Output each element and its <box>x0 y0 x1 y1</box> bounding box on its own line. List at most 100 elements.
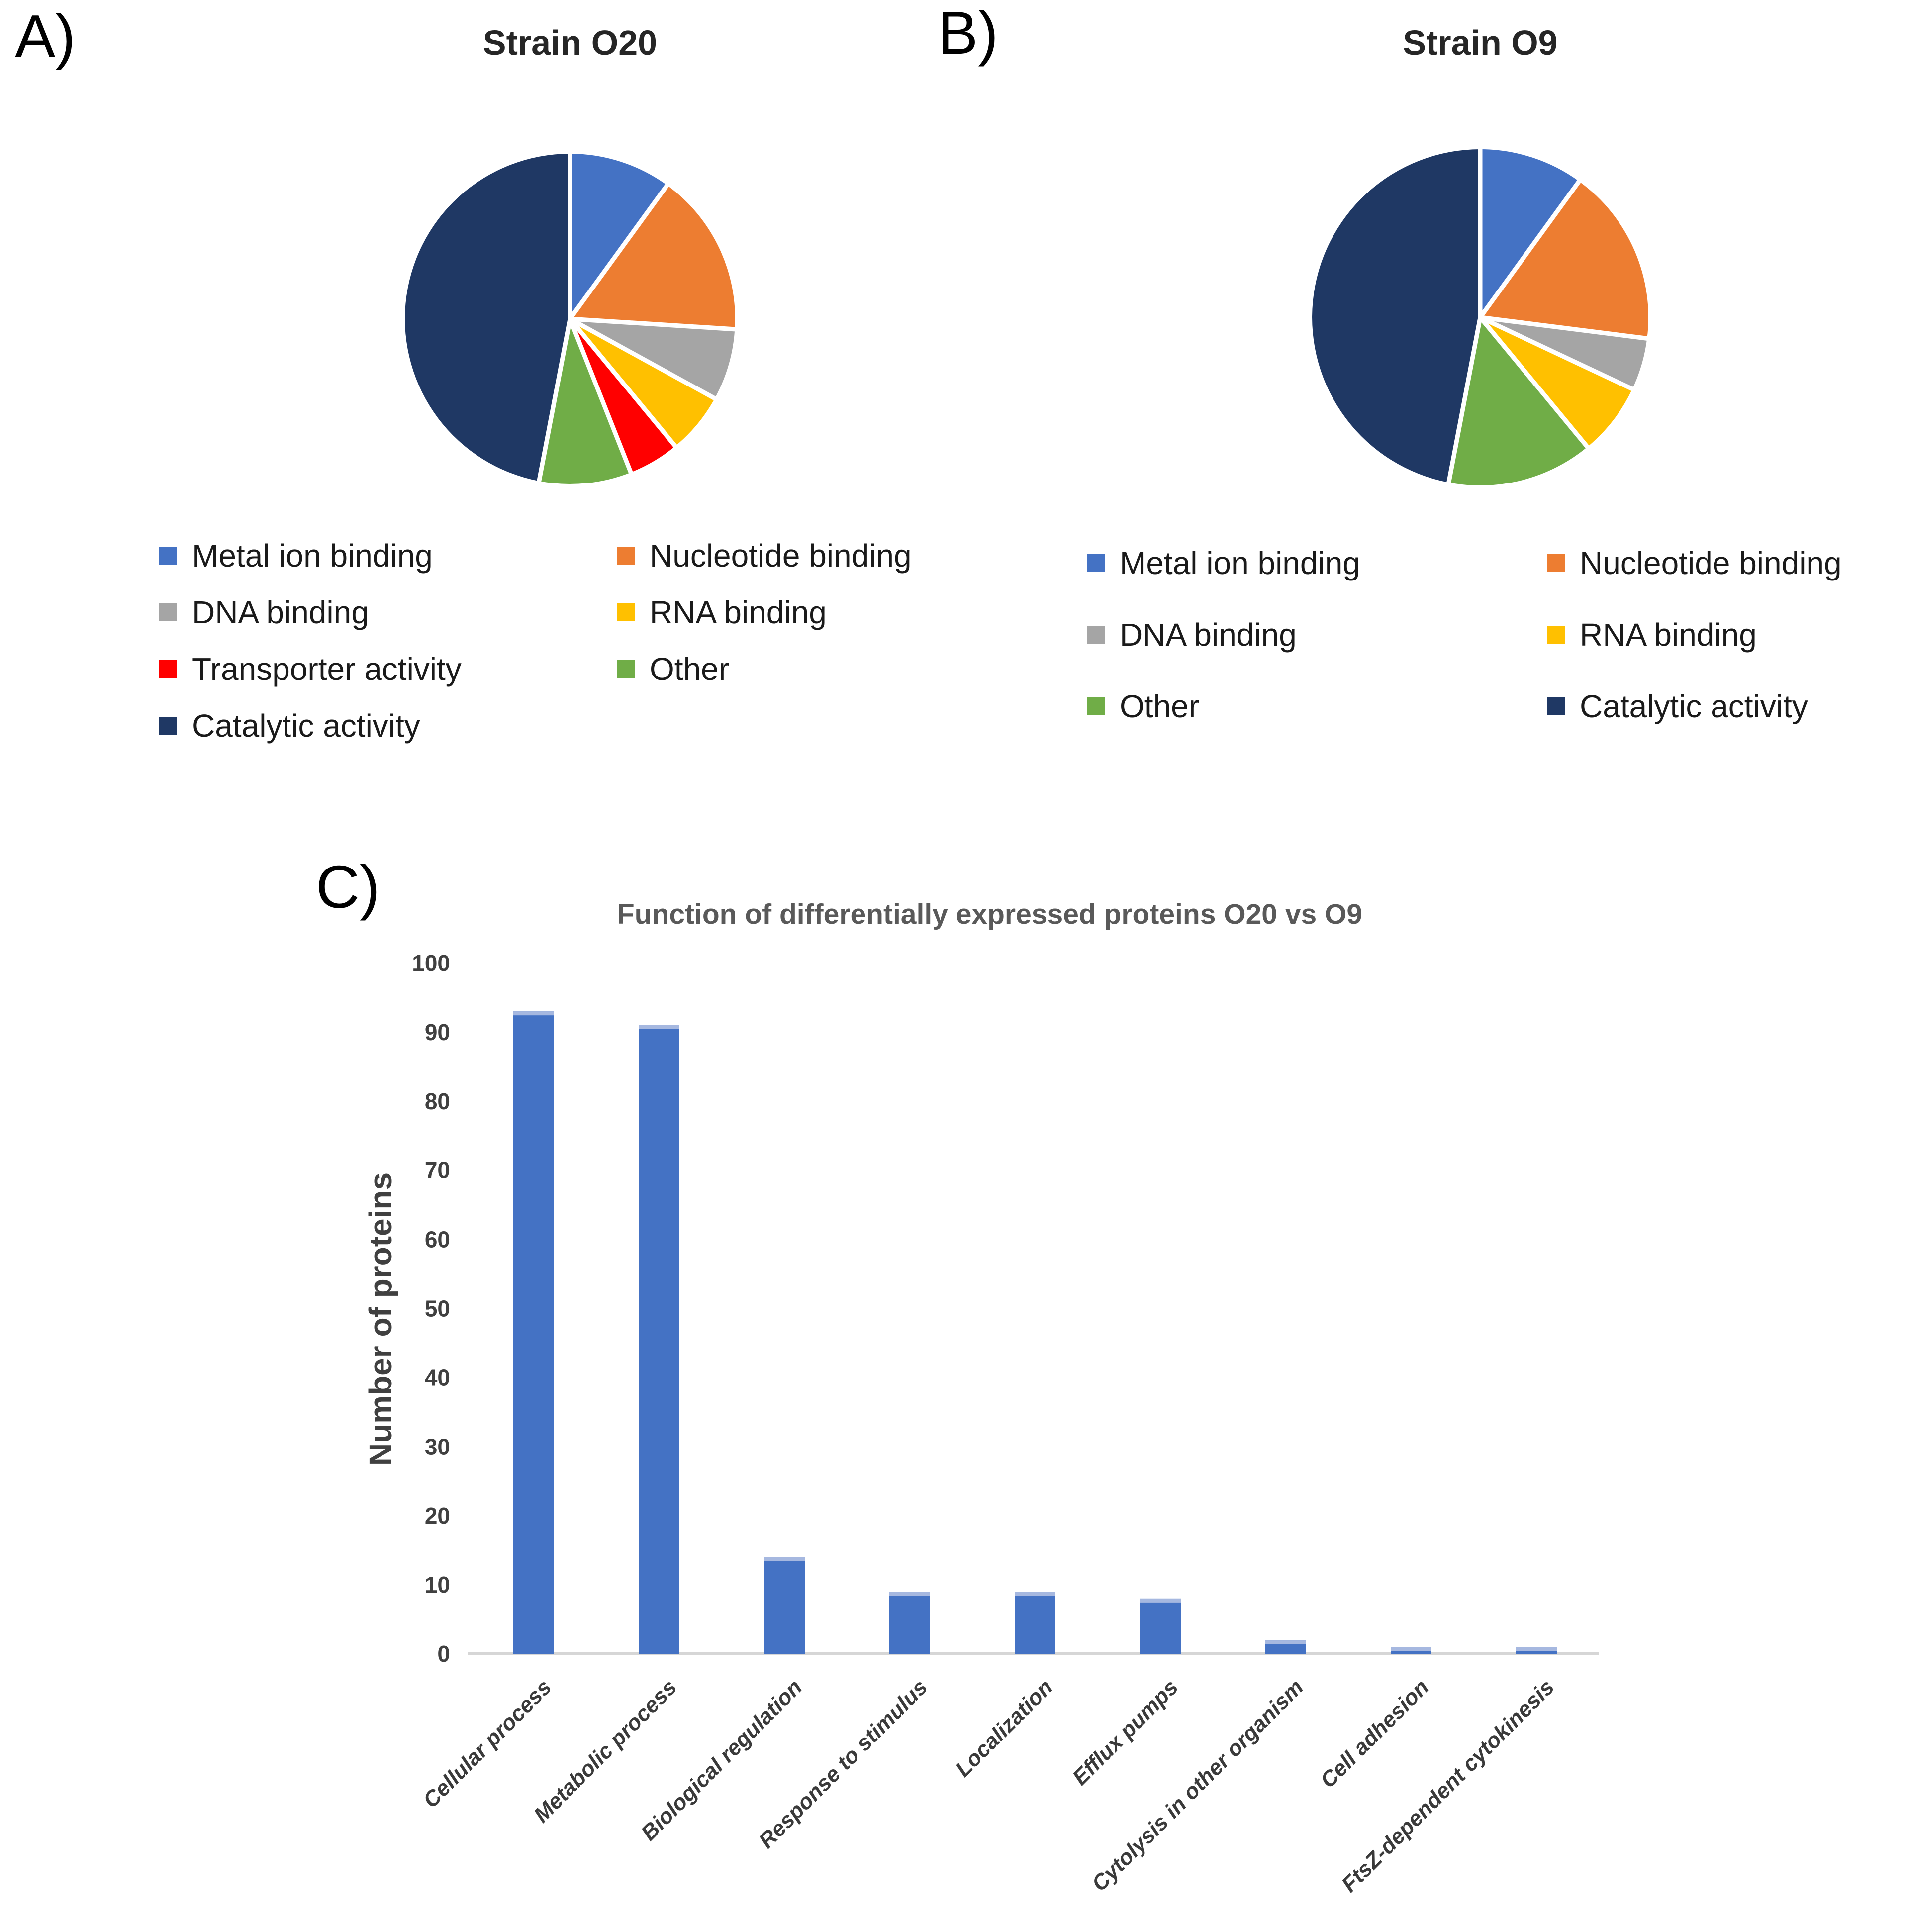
legend-swatch-catalytic-activity <box>1547 697 1565 715</box>
legend-item-metal-ion-binding: Metal ion binding <box>1087 527 1547 599</box>
legend-label: Nucleotide binding <box>1580 545 1842 581</box>
x-category-label: Cellular process <box>418 1675 556 1813</box>
pie-slice-separator <box>1478 316 1591 450</box>
legend-swatch-nucleotide-binding <box>1547 554 1565 572</box>
bar-top-cap <box>764 1557 805 1561</box>
y-tick-label: 50 <box>425 1296 450 1322</box>
pie-slice-rna-binding <box>570 319 715 446</box>
pie-slice-separator <box>1478 178 1582 319</box>
y-tick-label: 0 <box>437 1641 450 1667</box>
pie-slice-separator <box>569 317 718 401</box>
panel-label-a: A) <box>15 2 76 70</box>
bar-top-cap <box>639 1025 679 1029</box>
legend-label: Other <box>650 651 730 687</box>
legend-swatch-catalytic-activity <box>159 717 177 735</box>
bar-top-cap <box>513 1011 554 1016</box>
pie-title-o9: Strain O9 <box>1403 23 1558 62</box>
pie-slice-separator <box>1479 315 1635 392</box>
x-category-label: Localization <box>951 1675 1057 1781</box>
legend-item-other: Other <box>617 641 1005 697</box>
pie-slice-dna-binding <box>570 319 735 398</box>
legend-swatch-metal-ion-binding <box>159 547 177 565</box>
pie-slice-transporter-activity <box>570 319 675 473</box>
bar-top-cap <box>889 1592 930 1596</box>
pie-chart-o9 <box>1312 147 1649 485</box>
y-tick-label: 40 <box>425 1364 450 1390</box>
pie-slice-separator <box>570 316 737 332</box>
legend-label: Metal ion binding <box>192 538 433 574</box>
x-category-label: Cell adhesion <box>1316 1675 1433 1793</box>
legend-label: Catalytic activity <box>192 708 420 744</box>
bar-top-cap <box>1516 1647 1557 1651</box>
y-tick-label: 70 <box>425 1158 450 1183</box>
x-category-label: Metabolic process <box>529 1675 681 1827</box>
bar-efflux-pumps <box>1140 1598 1181 1654</box>
legend-item-catalytic-activity: Catalytic activity <box>159 697 617 754</box>
bar-top-cap <box>1015 1592 1055 1596</box>
y-tick-label: 10 <box>425 1572 450 1598</box>
legend-item-dna-binding: DNA binding <box>159 584 617 641</box>
bar-top-cap <box>1140 1598 1181 1603</box>
legend-swatch-other <box>1087 697 1105 715</box>
pie-slice-separator <box>536 318 572 483</box>
pie-slice-rna-binding <box>1480 317 1632 447</box>
legend-swatch-rna-binding <box>617 603 635 621</box>
legend-swatch-rna-binding <box>1547 626 1565 644</box>
pie-slice-metal-ion-binding <box>1480 149 1579 317</box>
legend-item-dna-binding: DNA binding <box>1087 599 1547 671</box>
legend-swatch-metal-ion-binding <box>1087 554 1105 572</box>
legend-item-transporter-activity: Transporter activity <box>159 641 617 697</box>
bar-chart-title: Function of differentially expressed pro… <box>617 898 1363 930</box>
pie-slice-nucleotide-binding <box>570 185 735 329</box>
pie-slice-catalytic-activity <box>1312 149 1480 483</box>
x-category-label: Efflux pumps <box>1068 1675 1183 1790</box>
x-category-label: FtsZ-dependent cytokinesis <box>1337 1675 1559 1897</box>
legend-swatch-dna-binding <box>1087 626 1105 644</box>
bar-response-to-stimulus <box>889 1592 930 1654</box>
legend-item-nucleotide-binding: Nucleotide binding <box>617 527 1005 584</box>
legend-item-rna-binding: RNA binding <box>617 584 1005 641</box>
legend-item-other: Other <box>1087 671 1547 742</box>
legend-label: Catalytic activity <box>1580 688 1808 724</box>
bar-cellular-process <box>513 1011 554 1654</box>
panel-label-b: B) <box>938 0 998 67</box>
legend-label: Other <box>1120 688 1200 724</box>
pie-slice-separator <box>568 182 670 320</box>
pie-slice-other <box>539 319 631 484</box>
legend-item-rna-binding: RNA binding <box>1547 599 1905 671</box>
pie-title-o20: Strain O20 <box>482 23 658 62</box>
bar-top-cap <box>1391 1647 1431 1651</box>
pie-slice-metal-ion-binding <box>570 154 667 319</box>
pie-slice-nucleotide-binding <box>1480 181 1648 339</box>
y-tick-label: 20 <box>425 1503 450 1529</box>
pie-slice-separator <box>1446 317 1483 485</box>
legend-swatch-dna-binding <box>159 603 177 621</box>
y-tick-label: 80 <box>425 1088 450 1114</box>
y-tick-label: 100 <box>412 950 450 976</box>
legend-label: RNA binding <box>1580 617 1757 653</box>
pie-slice-catalytic-activity <box>404 154 570 482</box>
legend-item-catalytic-activity: Catalytic activity <box>1547 671 1905 742</box>
legend-label: Metal ion binding <box>1120 545 1360 581</box>
y-tick-label: 60 <box>425 1227 450 1253</box>
y-tick-label: 90 <box>425 1019 450 1045</box>
legend-label: Transporter activity <box>192 651 462 687</box>
legend-label: Nucleotide binding <box>650 538 912 574</box>
y-tick-label: 30 <box>425 1434 450 1459</box>
pie-chart-o20 <box>404 152 737 484</box>
legend-swatch-nucleotide-binding <box>617 547 635 565</box>
pie-slice-separator <box>568 318 634 476</box>
pie-slice-separator <box>1480 315 1649 341</box>
legend-label: RNA binding <box>650 594 827 630</box>
pie-slice-other <box>1448 317 1588 485</box>
legend-label: DNA binding <box>192 594 369 630</box>
legend-item-nucleotide-binding: Nucleotide binding <box>1547 527 1905 599</box>
legend-swatch-transporter-activity <box>159 660 177 678</box>
legend-swatch-other <box>617 660 635 678</box>
x-category-label: Cytolysis in other organism <box>1087 1675 1308 1896</box>
legend-label: DNA binding <box>1120 617 1297 653</box>
bar-localization <box>1015 1592 1055 1654</box>
